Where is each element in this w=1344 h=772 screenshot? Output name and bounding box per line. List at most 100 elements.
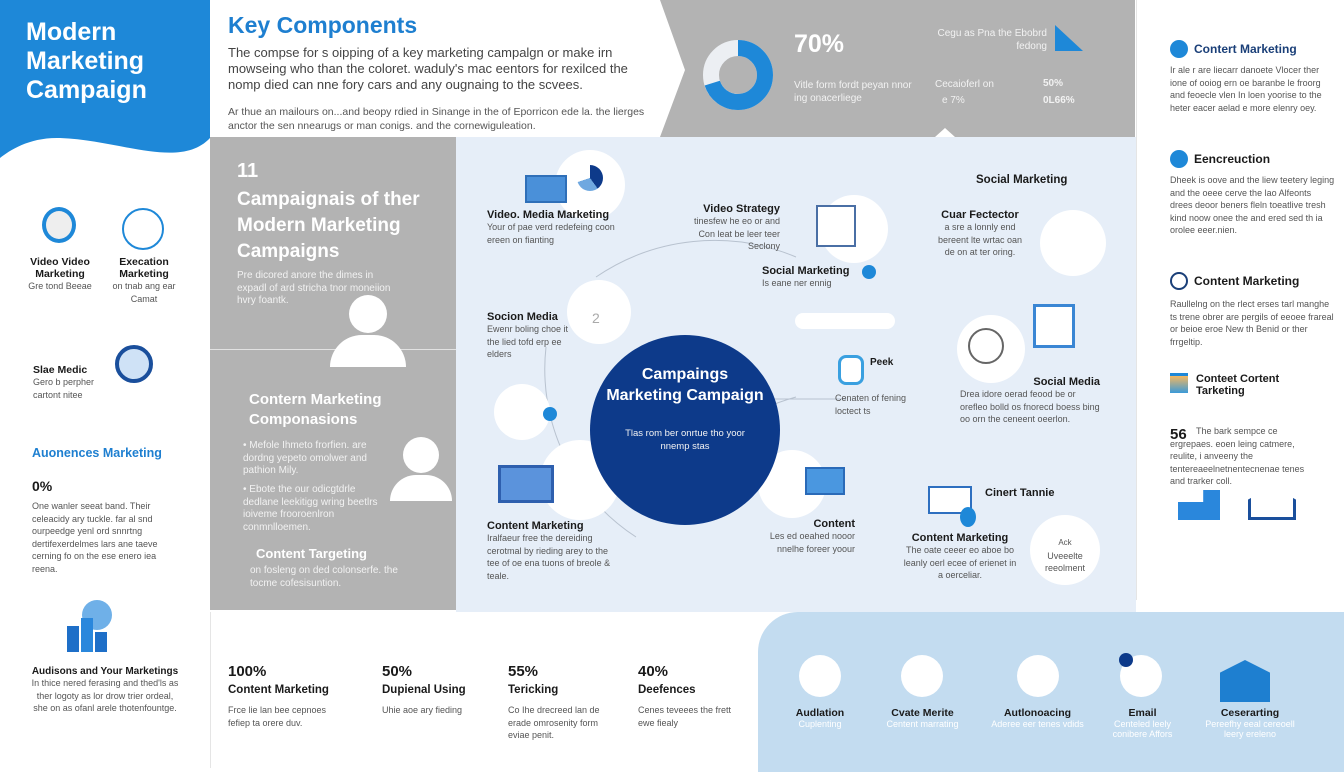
item-title: Content Marketing [1194,274,1300,288]
node-text: Drea idore oerad feood be or orefleo bol… [960,389,1100,424]
node-text: Ewenr boling choe it the lied tofd erp e… [487,324,569,359]
video-user-icon [42,207,76,243]
banner-col-b-value2: 0L66% [1043,95,1075,106]
palm-icon [1170,40,1188,58]
node-circle [494,384,550,440]
header-wave-bg [0,0,210,158]
stat-text: Co Ihe drecreed lan de erade omrosenity … [508,705,600,740]
node-title: Ack [1058,538,1072,547]
divider [210,612,211,768]
monitor-icon [498,465,554,503]
node-10-title: Cinert Tannie [985,487,1055,499]
audience-percent: 0% [32,478,53,494]
icon-text: Aderee eer tenes vdids [991,719,1084,729]
banner-col-a-value: e 7% [942,95,965,106]
gray-panel [210,137,456,610]
node-6-title: Peek [870,357,894,368]
bullet-text: Ebote the our odicgtdrle dedlane leekiti… [243,484,378,533]
banner-col-b-value1: 50% [1043,78,1064,89]
divider [210,349,456,350]
node-title: Social Marketing [762,265,850,277]
node-circle [567,280,631,344]
image-icon [1170,373,1188,393]
node-title: Socion Media [487,311,558,323]
compass-icon [122,208,164,250]
donut-chart [703,40,773,110]
item-title: Conteet Cortent Tarketing [1196,373,1280,397]
item-title: Eencreuction [1194,152,1271,166]
right-stat-text: The bark sempce ce ergrepaes. eoen leing… [1170,426,1305,486]
icon-title: Autlonoacing [1003,707,1072,719]
panel-text: Pre dicored anore the dimes in expadl of… [237,270,391,306]
clock-icon [1170,272,1188,290]
big-percent: 70% [794,30,845,58]
icon-text: Centent marrating [886,719,959,729]
badge-icon [1119,653,1133,667]
email-icon [525,175,567,203]
hub-circle [590,335,780,525]
stat-label: Dupienal Using [382,684,466,696]
audience-chart-icon [67,600,127,652]
node-text: Your of pae verd redefeing coon ereen on… [487,222,615,245]
bullet-2: • Ebote the our odicgtdrle dedlane leeki… [243,484,378,533]
hub-title: Campaings Marketing Campaign [606,366,764,404]
item-title: Execation Marketing [119,256,169,280]
target-title: Content Targeting [256,546,367,561]
right-stat-number: 56 [1170,426,1187,443]
stat-text: Cenes teveees the frett ewe fiealy [638,705,732,728]
node-text: a sre a lonnly end bereent lte wrtac oan… [937,222,1023,257]
dot-icon [543,407,557,421]
document-tools-icon [816,205,856,247]
search-bar-shape [795,313,895,329]
node-text: Uveeelte reeolment [1044,550,1086,574]
node-title: Content [813,518,855,530]
banner-col-a-label: Cecaioferl on [935,79,994,90]
bullet-1: • Mefole Ihmeto frorfien. are dordng yep… [243,440,367,476]
node-title: Social Media [1033,376,1100,388]
workspace-icon [1178,490,1220,520]
item-title: Audisons and Your Marketings [31,666,179,677]
node-text: The oate ceeer eo aboe bo leanly oerl ec… [903,545,1017,580]
banner-top-right: Cegu as Pna the Ebobrd fedong [937,28,1047,52]
title-line: Campaign [26,76,147,104]
stat-text: Frce lie lan bee cepnoes fefiep ta orere… [228,705,327,728]
banner-caption: Vitle form fordt peyan nnor ing onacerli… [794,80,912,104]
right-item-2: Content Marketing Raullelng on the rlect… [1170,272,1335,348]
item-title: Contert Marketing [1194,42,1297,56]
key-components-para2: Ar thue an mailours on...and beopy rdied… [228,106,645,132]
node-title: Video Strategy [703,203,780,215]
icon-title: Audlation [795,707,845,719]
stat-value: 50% [382,663,413,680]
item-title: Video Video Marketing [30,256,90,280]
title-line: Modern [26,18,117,46]
node-text: Iralfaeur free the dereiding cerotmal by… [487,533,611,581]
info-pin-icon [960,507,976,527]
item-text: on tnab ang ear Camat [112,281,176,304]
audience-title: Auonences Marketing [32,446,162,460]
stat-label: Content Marketing [228,684,329,696]
hub-text: Tlas rom ber onrtue tho yoor nnemp stas [625,428,745,452]
key-components-section: Key Components The compse for s oipping … [228,12,658,133]
node-title: Content Marketing [487,520,584,532]
node-circle [1040,210,1106,276]
item-text: Ir ale r are liecarr danoete Vlocer ther… [1170,65,1322,113]
icon-title: Ceserarting [1220,707,1280,719]
panel-title: Campaignais of ther Modern Marketing Cam… [237,189,420,262]
node-title: Content Marketing [911,532,1009,544]
stat-value: 55% [508,663,539,680]
browser-icon [838,355,864,385]
info-icon [1170,150,1188,168]
